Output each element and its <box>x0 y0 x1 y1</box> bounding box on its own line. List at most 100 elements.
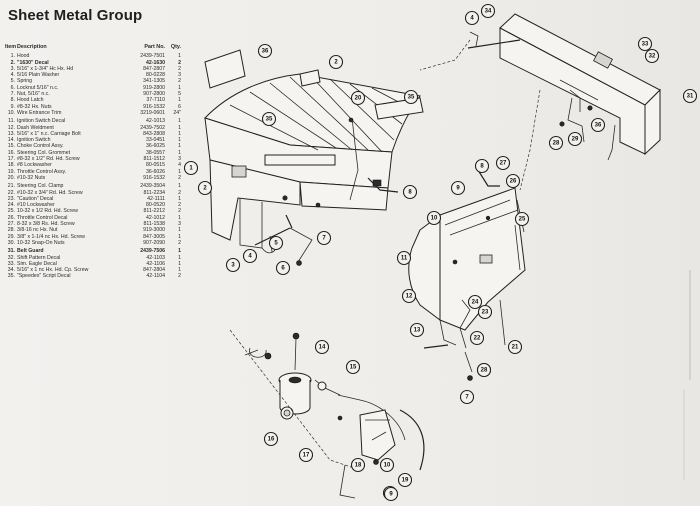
row-description: 5/16" x 1-3/4" Hc Hx. Hd <box>17 65 74 72</box>
callout-circle <box>477 304 493 320</box>
page-title: Sheet Metal Group <box>8 7 143 24</box>
callout-label: 21 <box>512 344 519 350</box>
row-item: 6. <box>10 84 15 91</box>
callout-label: 2 <box>203 185 207 191</box>
callout-22: 22 <box>469 330 485 346</box>
row-item: 2. <box>10 59 15 66</box>
hood-latch-part <box>348 117 399 201</box>
callout-circle <box>197 180 213 196</box>
callout-11: 11 <box>396 250 412 266</box>
callout-label: 19 <box>402 477 409 483</box>
row-part-no: 843-2808 <box>143 130 165 137</box>
callout-label: 11 <box>401 255 408 261</box>
callout-circle <box>316 230 332 246</box>
callout-9: 9 <box>450 180 466 196</box>
table-row: 13.5/16" x 1" n.c. Carriage Bolt 843-2808… <box>5 131 185 137</box>
row-part-no: 847-2807 <box>143 65 165 72</box>
callout-circle <box>476 362 492 378</box>
row-qty: 1 <box>178 254 181 261</box>
callout-label: 1 <box>189 165 193 171</box>
row-qty: 1 <box>178 195 181 202</box>
callout-circle <box>314 339 330 355</box>
row-qty: 1 <box>178 124 181 131</box>
row-description: Sim. Eagle Decal <box>17 260 57 267</box>
row-qty: 1 <box>178 214 181 221</box>
row-item: 9. <box>10 103 15 110</box>
row-qty: 6 <box>178 103 181 110</box>
callout-label: 5 <box>274 240 278 246</box>
callout-34: 34 <box>480 3 496 19</box>
row-part-no: 916-1532 <box>143 174 165 181</box>
row-item: 3. <box>10 65 15 72</box>
row-item: 4. <box>10 72 15 79</box>
callout-29: 29 <box>567 131 583 147</box>
row-part-no: 42-1012 <box>145 214 165 221</box>
row-qty: 3 <box>178 156 181 163</box>
row-part-no: 916-1532 <box>143 103 165 110</box>
row-description: Steering Col. Grommet <box>17 149 71 156</box>
row-part-no: 42-1111 <box>147 195 165 202</box>
callout-label: 15 <box>350 364 357 370</box>
row-qty: 1 <box>178 233 181 240</box>
row-item: 11. <box>8 118 15 125</box>
callout-circle <box>328 54 344 70</box>
row-part-no: 907-2090 <box>143 239 165 246</box>
callout-31: 31 <box>682 88 698 104</box>
row-part-no: 38-0557 <box>145 149 165 156</box>
callout-circle <box>450 180 466 196</box>
callout-35: 35 <box>261 111 277 127</box>
callout-label: 3 <box>231 262 235 268</box>
row-qty: 1 <box>178 84 181 91</box>
callout-label: 33 <box>642 41 649 47</box>
decal-parts <box>204 49 424 120</box>
callout-label: 9 <box>456 185 460 191</box>
row-part-no: 80-0520 <box>145 202 165 209</box>
row-qty: 1 <box>178 248 181 255</box>
row-part-no: 2439-7506 <box>140 248 165 255</box>
callout-circle <box>183 160 199 176</box>
row-qty: 1 <box>178 118 181 125</box>
row-item: 31. <box>7 248 15 255</box>
callout-circle <box>682 88 698 104</box>
belt-guard-part <box>467 13 661 161</box>
callout-circle <box>242 248 258 264</box>
row-description: 5/16" x 1" n.c. Carriage Bolt <box>17 130 81 137</box>
callout-circle <box>350 457 366 473</box>
callout-label: 23 <box>482 309 489 315</box>
callout-20: 20 <box>350 90 366 106</box>
steering-column-part <box>244 332 312 420</box>
callout-4: 4 <box>464 10 480 26</box>
callout-circle <box>480 3 496 19</box>
callout-19: 19 <box>397 472 413 488</box>
row-qty: 1 <box>178 227 181 234</box>
callout-label: 6 <box>281 265 285 271</box>
row-description: 3/8-16 nc Hx. Nut <box>17 227 58 234</box>
row-item: 14. <box>7 137 15 144</box>
row-item: 5. <box>10 78 15 85</box>
row-item: 33. <box>7 260 15 267</box>
dash-weldment-part <box>408 187 526 349</box>
row-item: 13. <box>7 130 15 137</box>
row-qty: 2 <box>178 239 181 246</box>
callout-circle <box>261 111 277 127</box>
callout-6: 6 <box>275 260 291 276</box>
callout-circle <box>402 184 418 200</box>
callout-28: 28 <box>548 135 564 151</box>
row-part-no: 341-1305 <box>143 78 165 85</box>
row-item: 19. <box>7 168 15 175</box>
callout-15: 15 <box>345 359 361 375</box>
callout-2: 2 <box>328 54 344 70</box>
callout-circle <box>225 257 241 273</box>
callout-circle <box>507 339 523 355</box>
